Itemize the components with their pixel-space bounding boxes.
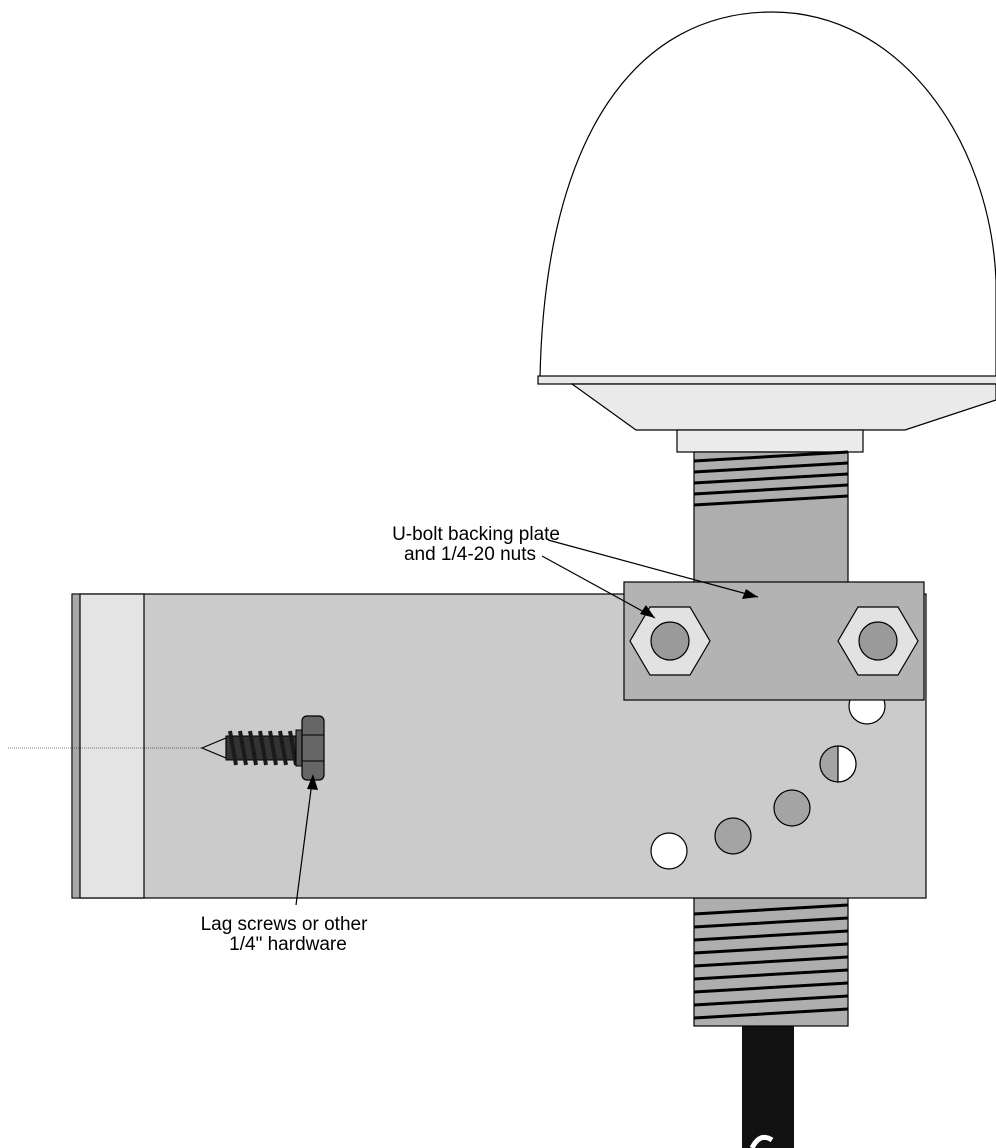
- lag-screw-label-line2: 1/4" hardware: [229, 934, 347, 955]
- screw-head: [301, 715, 325, 781]
- leader-lines: [295, 539, 759, 906]
- antenna-base: [570, 383, 996, 431]
- hex-nut-left: [629, 606, 711, 676]
- lag-screw: [200, 715, 325, 781]
- hex-nut-right: [837, 606, 919, 676]
- lag-screw-label-line1: Lag screws or other: [201, 914, 369, 935]
- arrowheads: [307, 589, 758, 790]
- bracket-end-edge: [71, 593, 81, 899]
- bolt-end-left: [650, 621, 690, 661]
- lower-thread-lines: [693, 903, 849, 1020]
- mount-collar: [676, 429, 864, 453]
- u-bolt-label-line1: U-bolt backing plate: [392, 524, 560, 545]
- hole-open: [650, 832, 688, 870]
- cable-highlight: [749, 1134, 774, 1148]
- bracket-end-cap: [79, 593, 145, 899]
- dome-base-rim: [537, 375, 996, 385]
- cable: [742, 1024, 794, 1148]
- u-bolt-label-line2: and 1/4-20 nuts: [404, 544, 536, 565]
- antenna-dome: [539, 11, 996, 379]
- hole-filled: [773, 789, 811, 827]
- bolt-end-right: [858, 621, 898, 661]
- hole-filled: [714, 817, 752, 855]
- upper-thread-lines: [693, 450, 849, 507]
- hole-open-half: [837, 745, 857, 783]
